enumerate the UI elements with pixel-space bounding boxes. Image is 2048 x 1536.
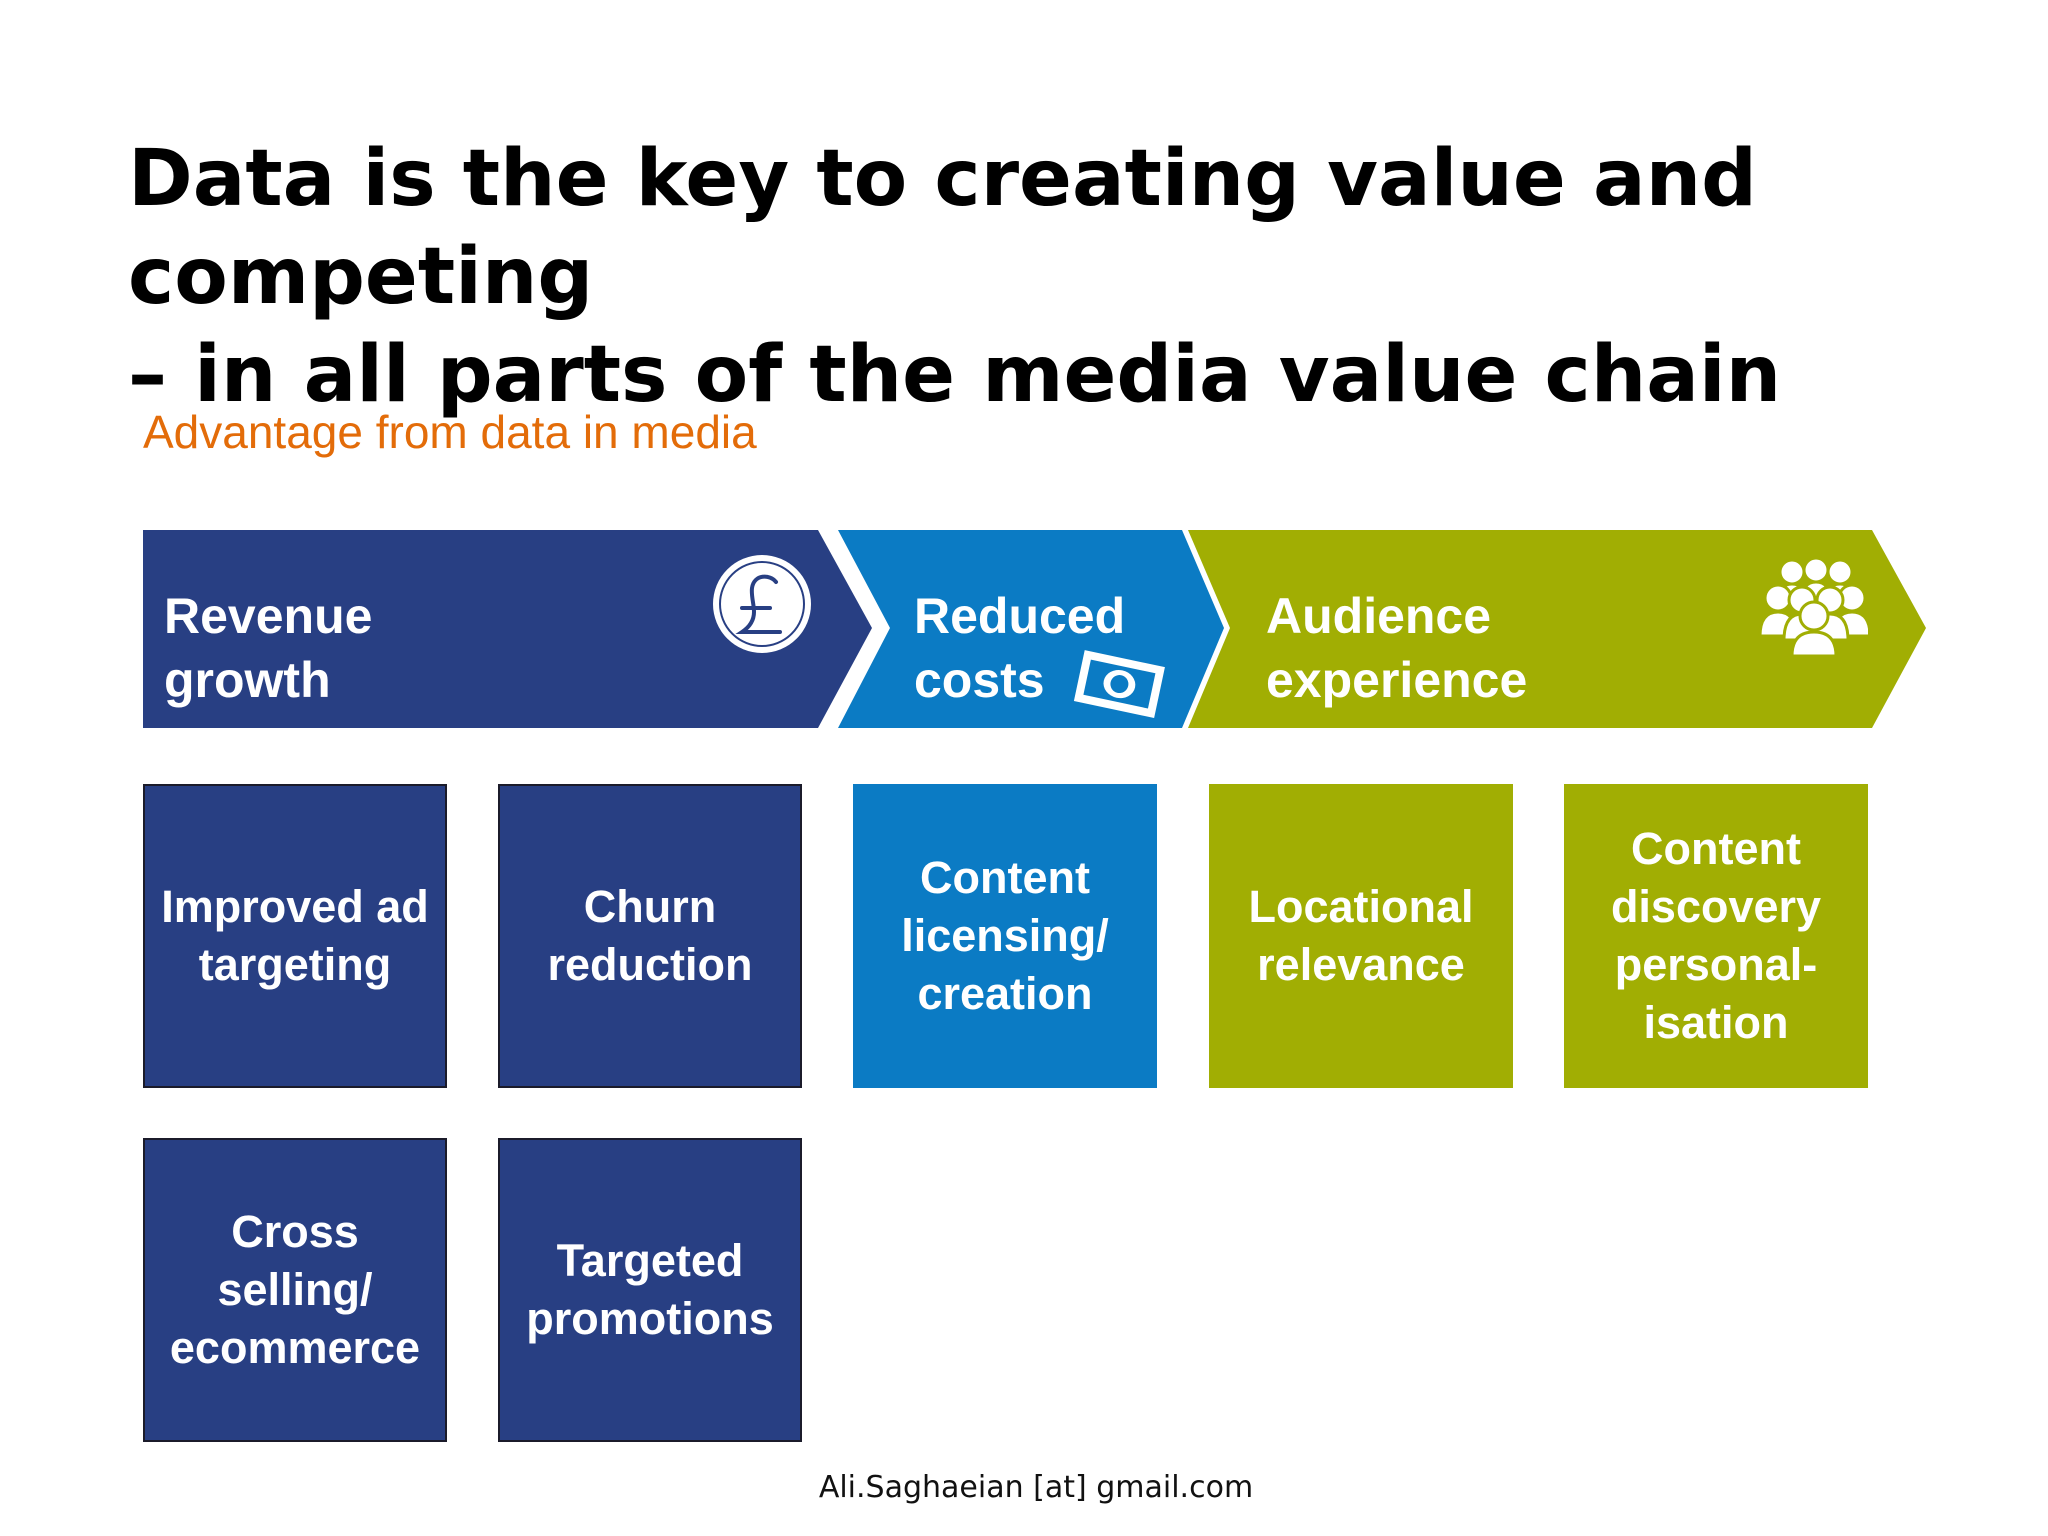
slide-title: Data is the key to creating value and co… — [128, 134, 1782, 420]
box-churn-reduction: Churn reduction — [498, 784, 802, 1088]
pound-coin-icon — [713, 555, 811, 653]
author-contact: Ali.Saghaeian [at] gmail.com — [818, 1470, 1254, 1505]
box-cross-selling-ecommerce: Cross selling/ ecommerce — [143, 1138, 447, 1442]
people-group-icon — [1758, 556, 1868, 658]
box-improved-ad-targeting: Improved ad targeting — [143, 784, 447, 1088]
box-targeted-promotions: Targeted promotions — [498, 1138, 802, 1442]
chain-label-revenue-growth: Revenue growth — [164, 588, 373, 708]
chain-label-audience-experience: Audience experience — [1266, 588, 1528, 708]
box-locational-relevance: Locational relevance — [1209, 784, 1513, 1088]
box-content-licensing-creation: Content licensing/ creation — [853, 784, 1157, 1088]
box-content-discovery-personalisation: Content discovery personal- isation — [1564, 784, 1868, 1088]
chain-arrow-revenue-growth — [143, 530, 872, 728]
chain-label-reduced-costs: Reduced costs — [914, 588, 1126, 708]
banknote-icon — [1073, 650, 1165, 718]
diagram-subtitle: Advantage from data in media — [143, 406, 757, 458]
chain-arrow-audience-experience — [1188, 530, 1926, 728]
